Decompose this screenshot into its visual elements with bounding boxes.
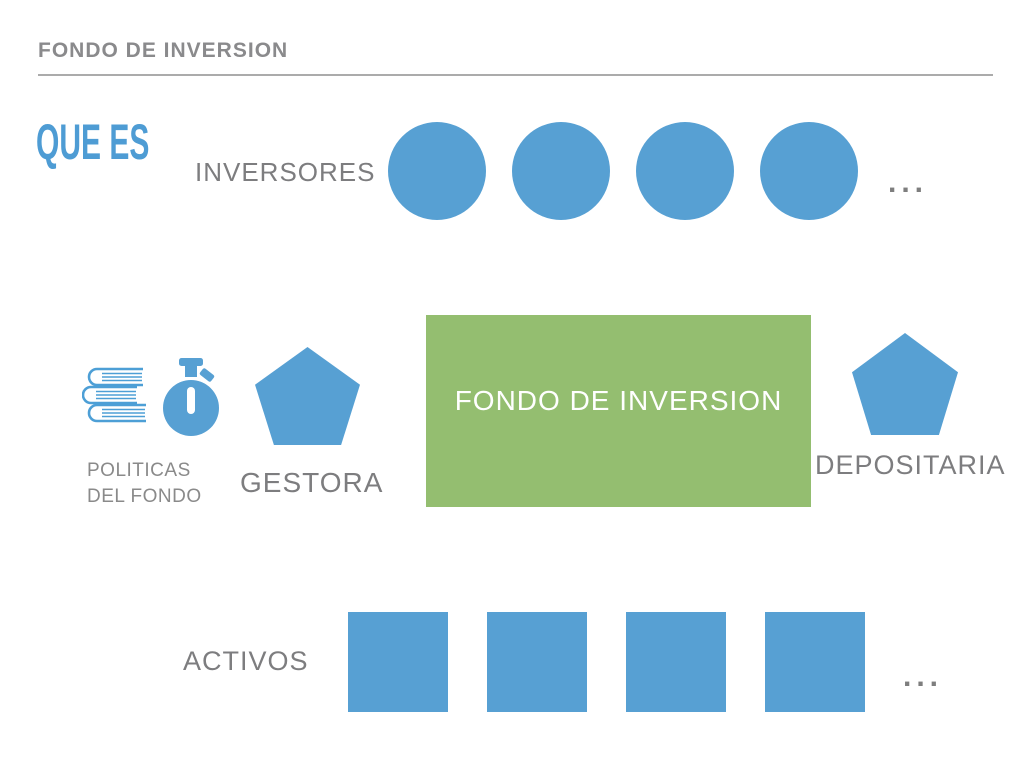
investor-circles: [388, 122, 858, 220]
section-heading: QUE ES: [36, 114, 150, 170]
investor-circle: [760, 122, 858, 220]
gestora-label: GESTORA: [240, 467, 384, 498]
investor-circle: [388, 122, 486, 220]
header-divider: [38, 74, 993, 76]
policies-label: POLITICAS DEL FONDO: [87, 458, 202, 510]
investor-circle: [636, 122, 734, 220]
slide-title: FONDO DE INVERSION: [38, 39, 289, 62]
asset-square: [626, 612, 726, 712]
fund-box: FONDO DE INVERSION: [426, 315, 811, 507]
asset-square: [487, 612, 587, 712]
investors-label: INVERSORES: [195, 157, 376, 187]
asset-square: [348, 612, 448, 712]
assets-ellipsis: ...: [903, 660, 944, 693]
asset-square: [765, 612, 865, 712]
books-icon: [82, 367, 146, 423]
policies-label-line2: DEL FONDO: [87, 486, 202, 507]
depositaria-label: DEPOSITARIA: [815, 450, 1006, 480]
policies-label-line1: POLITICAS: [87, 460, 191, 481]
investors-ellipsis: ...: [888, 166, 929, 199]
stopwatch-icon: [163, 358, 219, 436]
investor-circle: [512, 122, 610, 220]
gestora-pentagon-icon: [255, 347, 360, 445]
asset-squares: [348, 612, 865, 712]
assets-label: ACTIVOS: [183, 646, 309, 676]
depositaria-pentagon-icon: [852, 333, 958, 435]
fund-box-label: FONDO DE INVERSION: [454, 385, 783, 416]
